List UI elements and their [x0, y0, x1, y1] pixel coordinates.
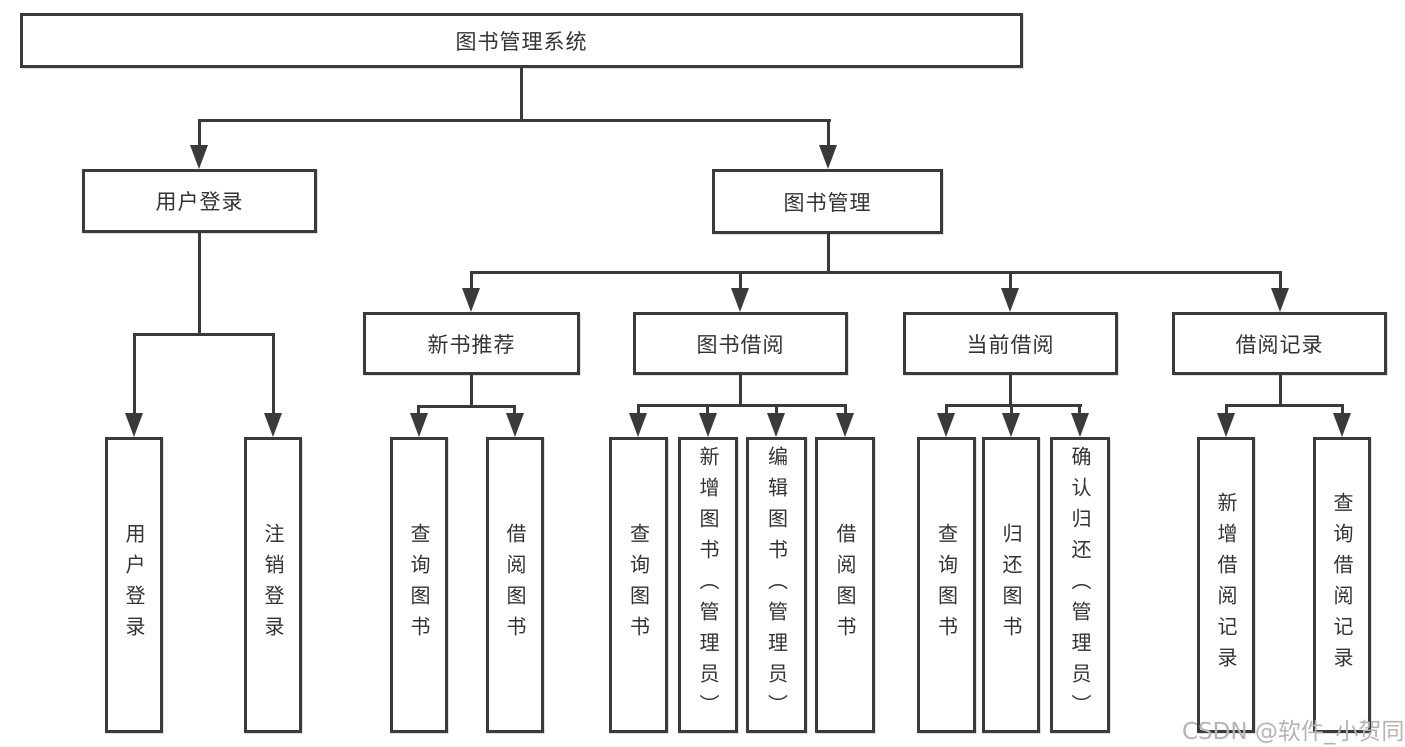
connector-line — [1010, 404, 1013, 418]
leaf-nbr-borrow-books-label: 借阅图书 — [503, 523, 527, 647]
connector-line — [133, 333, 275, 336]
arrowhead-down-icon — [1217, 413, 1235, 437]
connector-line — [775, 404, 778, 418]
leaf-nbr-borrow-books: 借阅图书 — [486, 437, 544, 733]
connector-line — [133, 333, 136, 421]
node-current-borrow-label: 当前借阅 — [966, 332, 1055, 357]
connector-line — [1279, 271, 1282, 296]
arrowhead-down-icon — [937, 413, 955, 437]
leaf-cb-query-books: 查询图书 — [917, 437, 976, 733]
connector-line — [198, 232, 201, 336]
leaf-nbr-query-books: 查询图书 — [390, 437, 448, 733]
leaf-br-add-record-label: 新增借阅记录 — [1214, 492, 1238, 678]
leaf-br-add-record: 新增借阅记录 — [1197, 437, 1255, 733]
connector-line — [470, 373, 473, 408]
arrowhead-down-icon — [731, 288, 749, 312]
connector-line — [1225, 404, 1228, 418]
connector-line — [637, 404, 640, 418]
connector-line — [637, 404, 847, 407]
leaf-cb-confirm-return-admin-label: 确认归还（管理员） — [1068, 445, 1092, 725]
leaf-logout: 注销登录 — [244, 437, 302, 733]
connector-line — [513, 405, 516, 419]
connector-line — [520, 66, 523, 122]
arrowhead-down-icon — [1071, 413, 1089, 437]
node-root: 图书管理系统 — [20, 13, 1023, 68]
connector-line — [1009, 271, 1012, 296]
arrowhead-down-icon — [1002, 413, 1020, 437]
leaf-user-login: 用户登录 — [105, 437, 163, 733]
arrowhead-down-icon — [767, 413, 785, 437]
leaf-cb-confirm-return-admin: 确认归还（管理员） — [1050, 437, 1110, 733]
node-current-borrow: 当前借阅 — [903, 312, 1118, 375]
connector-line — [470, 271, 1282, 274]
node-book-management-label: 图书管理 — [783, 190, 872, 215]
node-borrow-records: 借阅记录 — [1172, 312, 1387, 375]
watermark: CSDN @软件_小贺同学 — [1182, 719, 1405, 745]
connector-line — [827, 119, 830, 151]
arrowhead-down-icon — [1271, 288, 1289, 312]
node-book-management: 图书管理 — [712, 169, 943, 234]
arrowhead-down-icon — [506, 413, 524, 437]
connector-line — [272, 333, 275, 421]
leaf-bb-add-books-admin: 新增图书（管理员） — [678, 437, 738, 733]
node-book-borrow: 图书借阅 — [633, 312, 848, 375]
arrowhead-down-icon — [1001, 288, 1019, 312]
node-borrow-records-label: 借阅记录 — [1235, 332, 1324, 357]
node-book-borrow-label: 图书借阅 — [696, 332, 785, 357]
node-new-book-recommend: 新书推荐 — [363, 312, 580, 375]
leaf-bb-borrow-books-label: 借阅图书 — [833, 523, 857, 647]
connector-line — [1225, 404, 1344, 407]
connector-line — [827, 232, 830, 274]
arrowhead-down-icon — [699, 413, 717, 437]
leaf-logout-label: 注销登录 — [261, 523, 285, 647]
node-root-label: 图书管理系统 — [455, 29, 588, 54]
arrowhead-down-icon — [629, 413, 647, 437]
arrowhead-down-icon — [462, 288, 480, 312]
leaf-cb-query-books-label: 查询图书 — [934, 523, 959, 647]
connector-line — [198, 119, 201, 151]
leaf-br-query-record: 查询借阅记录 — [1313, 437, 1371, 733]
leaf-nbr-query-books-label: 查询图书 — [407, 523, 431, 647]
leaf-bb-borrow-books: 借阅图书 — [815, 437, 875, 733]
arrowhead-down-icon — [819, 145, 837, 169]
leaf-br-query-record-label: 查询借阅记录 — [1330, 492, 1354, 678]
leaf-bb-edit-books-admin-label: 编辑图书（管理员） — [764, 445, 789, 725]
connector-line — [945, 404, 1082, 407]
leaf-cb-return-books-label: 归还图书 — [999, 523, 1023, 647]
connector-line — [945, 404, 948, 418]
connector-line — [198, 119, 831, 122]
connector-line — [417, 405, 516, 408]
leaf-bb-query-books-label: 查询图书 — [626, 523, 651, 647]
leaf-bb-query-books: 查询图书 — [609, 437, 668, 733]
arrowhead-down-icon — [1333, 413, 1351, 437]
node-new-book-recommend-label: 新书推荐 — [427, 332, 516, 357]
node-user-login-label: 用户登录 — [155, 190, 244, 214]
leaf-user-login-label: 用户登录 — [122, 523, 146, 647]
connector-line — [739, 373, 742, 407]
connector-line — [1009, 373, 1012, 407]
arrowhead-down-icon — [836, 413, 854, 437]
connector-line — [844, 404, 847, 418]
arrowhead-down-icon — [190, 145, 208, 169]
leaf-bb-add-books-admin-label: 新增图书（管理员） — [696, 445, 720, 725]
leaf-cb-return-books: 归还图书 — [982, 437, 1040, 733]
arrowhead-down-icon — [410, 413, 428, 437]
arrowhead-down-icon — [125, 413, 143, 437]
connector-line — [706, 404, 709, 418]
connector-line — [1341, 404, 1344, 418]
connector-line — [1078, 404, 1081, 418]
connector-line — [417, 405, 420, 419]
connector-line — [1279, 373, 1282, 407]
leaf-bb-edit-books-admin: 编辑图书（管理员） — [746, 437, 807, 733]
node-user-login: 用户登录 — [82, 169, 317, 233]
arrowhead-down-icon — [264, 413, 282, 437]
connector-line — [739, 271, 742, 296]
connector-line — [470, 271, 473, 296]
